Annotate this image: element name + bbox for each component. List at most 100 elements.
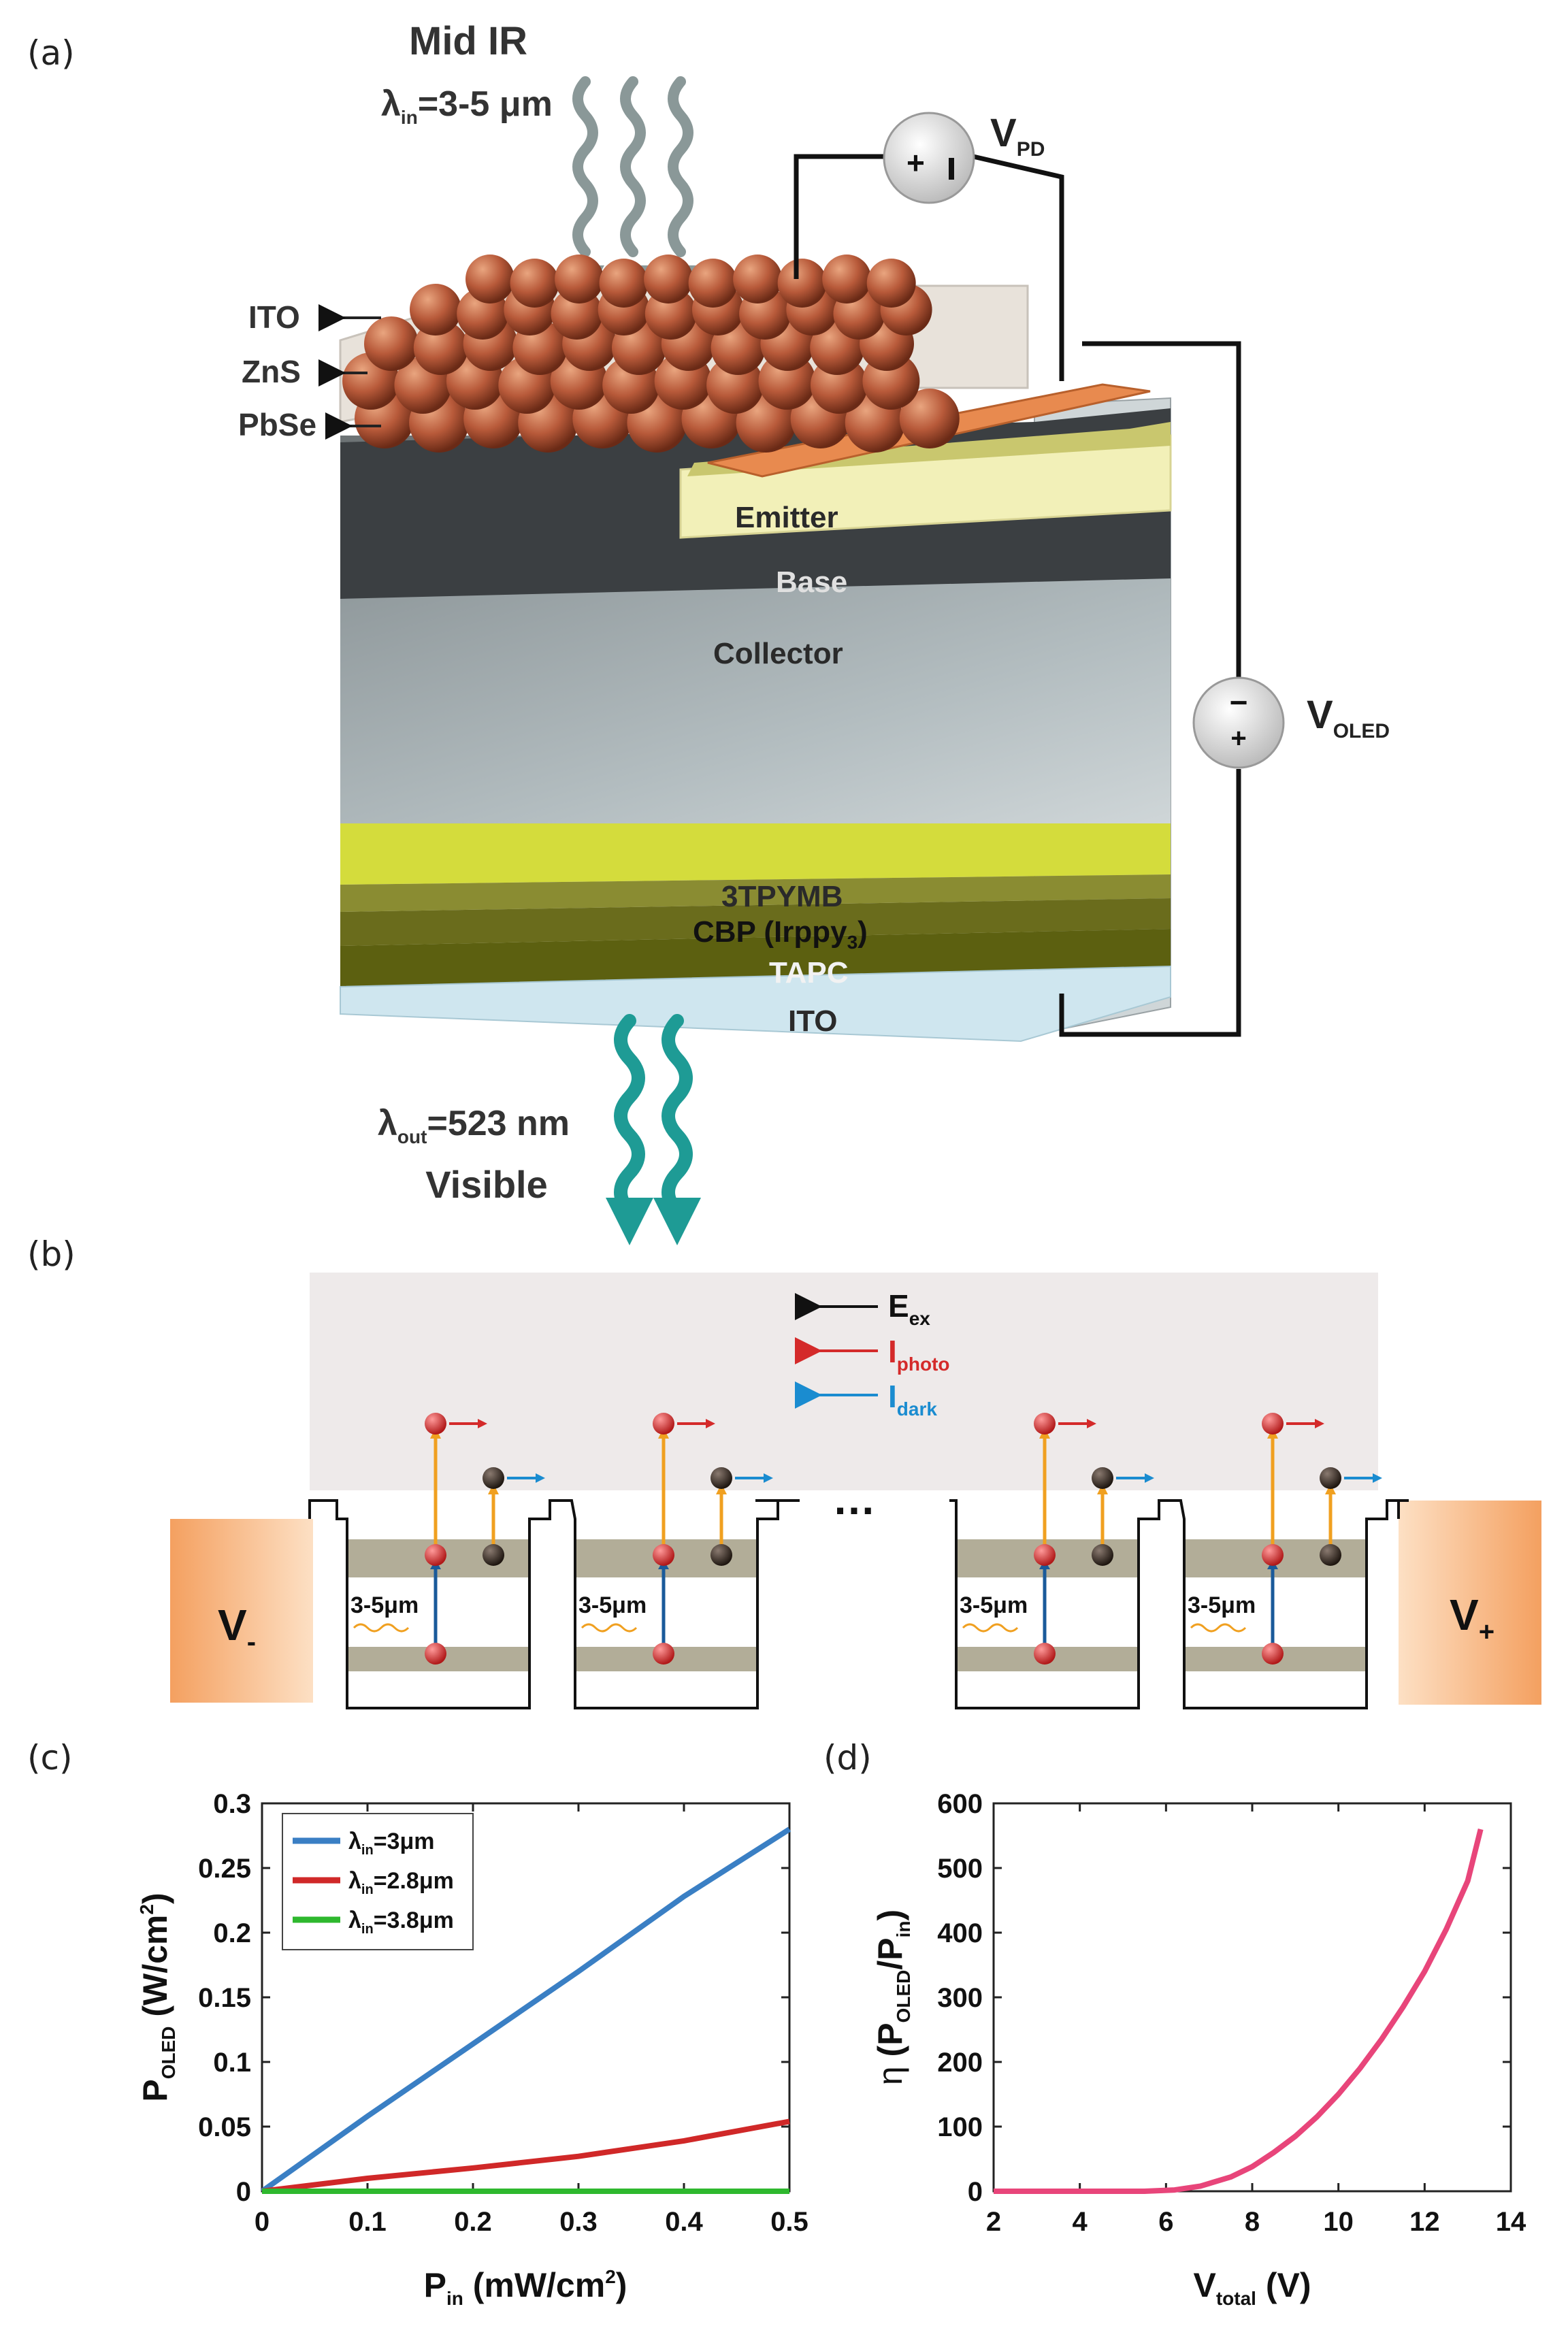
ir-input-arrows	[578, 82, 688, 252]
ir-arrow-3	[673, 82, 688, 252]
electron-ground	[425, 1643, 446, 1665]
dark-carrier-excited	[483, 1544, 504, 1566]
x-tick-label: 4	[1073, 2207, 1088, 2237]
y-tick-label: 0.05	[198, 2112, 251, 2142]
label-tapc: TAPC	[769, 956, 849, 989]
y-tick-label: 300	[937, 1983, 983, 2013]
electron-excited	[425, 1544, 446, 1566]
label-3tpymb: 3TPYMB	[721, 880, 843, 913]
x-tick-label: 0	[255, 2207, 270, 2237]
y-tick-label: 200	[937, 2048, 983, 2078]
dark-carrier-escaped	[1320, 1467, 1341, 1489]
y-tick-label: 0.25	[198, 1854, 251, 1884]
electron-escaped	[425, 1413, 446, 1435]
electron-escaped	[653, 1413, 674, 1435]
quantum-dot	[822, 255, 871, 304]
quantum-dot	[364, 316, 419, 371]
input-wavelength-label: λin=3-5 μm	[381, 84, 553, 128]
label-emitter: Emitter	[735, 501, 838, 534]
label-pbse: PbSe	[238, 407, 316, 442]
x-tick-label: 0.1	[348, 2207, 387, 2237]
dark-carrier-escaped	[710, 1467, 732, 1489]
y-tick-label: 0.1	[213, 2048, 251, 2078]
x-axis-label: Pin (mW/cm2)	[424, 2266, 627, 2309]
dark-carrier-excited	[1092, 1544, 1113, 1566]
visible-arrow-1	[621, 1021, 638, 1211]
panel-a: (a) Mid IR λin=3-5 μm	[27, 19, 1390, 1245]
quantum-dot	[555, 255, 604, 304]
ellipsis: …	[832, 1475, 876, 1524]
visible-title: Visible	[425, 1163, 548, 1206]
y-tick-label: 0.15	[198, 1983, 251, 2013]
quantum-dot	[466, 255, 514, 304]
voled-source: − +	[1194, 678, 1284, 768]
x-tick-label: 12	[1409, 2207, 1440, 2237]
y-tick-label: 100	[937, 2112, 983, 2142]
dark-carrier-escaped	[483, 1467, 504, 1489]
y-tick-label: 600	[937, 1789, 983, 1819]
label-cbp: CBP (Irppy3)	[693, 915, 868, 953]
label-base: Base	[776, 566, 847, 599]
panel-label-a: (a)	[27, 33, 75, 73]
x-tick-label: 0.5	[770, 2207, 808, 2237]
y-axis-label: η (POLED/Pin)	[871, 1910, 914, 2085]
visible-arrowhead-1	[606, 1198, 653, 1245]
quantum-dots	[342, 255, 960, 453]
mid-ir-title: Mid IR	[409, 19, 527, 63]
quantum-dot	[733, 255, 782, 304]
y-tick-label: 400	[937, 1918, 983, 1948]
quantum-dot	[410, 284, 461, 335]
layer-3tpymb-top	[340, 823, 1171, 885]
output-wavelength-label: λout=523 nm	[378, 1104, 570, 1147]
x-axis-label: Vtotal (V)	[1193, 2266, 1311, 2309]
visible-output-arrows	[621, 1021, 686, 1211]
voled-plus: +	[1230, 723, 1246, 753]
electron-excited	[653, 1544, 674, 1566]
quantum-dot	[867, 259, 916, 308]
x-tick-label: 14	[1496, 2207, 1526, 2237]
label-ito-bottom: ITO	[788, 1004, 838, 1038]
label-zns: ZnS	[242, 354, 301, 389]
dark-carrier-escaped	[1092, 1467, 1113, 1489]
x-tick-label: 0.3	[559, 2207, 598, 2237]
panel-label-b: (b)	[27, 1234, 76, 1274]
label-ito-top: ITO	[248, 299, 300, 335]
y-axis-label: POLED (W/cm2)	[136, 1893, 179, 2101]
visible-arrowhead-2	[653, 1198, 701, 1245]
quantum-dot	[600, 259, 649, 308]
electron-ground	[1034, 1643, 1056, 1665]
x-tick-label: 0.4	[665, 2207, 703, 2237]
y-tick-label: 0.3	[213, 1789, 251, 1819]
panel-label-d: (d)	[823, 1738, 872, 1777]
y-tick-label: 0.2	[213, 1918, 251, 1948]
vpd-label: VPD	[990, 111, 1045, 161]
vpd-minus	[949, 158, 954, 180]
layer-collector	[340, 578, 1171, 823]
voled-minus: −	[1230, 685, 1248, 720]
quantum-dot	[778, 259, 827, 308]
label-collector: Collector	[713, 637, 843, 670]
ir-wavelength-label: 3-5μm	[350, 1592, 419, 1618]
x-tick-label: 8	[1245, 2207, 1260, 2237]
electron-escaped	[1262, 1413, 1284, 1435]
dark-carrier-excited	[1320, 1544, 1341, 1566]
vpd-plus: +	[906, 145, 925, 180]
electron-escaped	[1034, 1413, 1056, 1435]
ir-wavelength-label: 3-5μm	[578, 1592, 647, 1618]
electron-ground	[653, 1643, 674, 1665]
ir-wavelength-label: 3-5μm	[1188, 1592, 1256, 1618]
y-tick-label: 0	[236, 2177, 251, 2207]
panel-label-c: (c)	[27, 1738, 73, 1777]
dark-carrier-excited	[710, 1544, 732, 1566]
quantum-dot	[510, 259, 559, 308]
plot-area	[994, 1803, 1511, 2191]
electron-excited	[1034, 1544, 1056, 1566]
quantum-dot	[689, 259, 738, 308]
visible-arrow-2	[668, 1021, 686, 1211]
ir-arrow-2	[625, 82, 640, 252]
